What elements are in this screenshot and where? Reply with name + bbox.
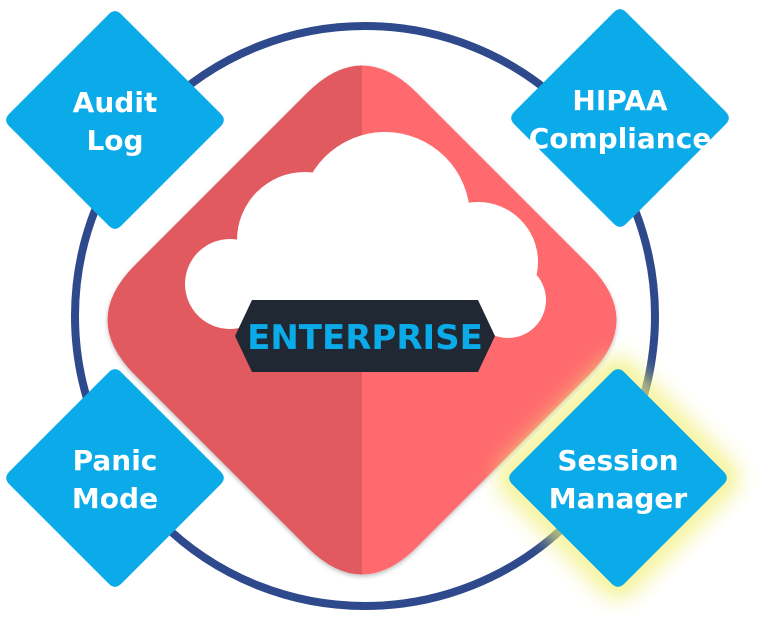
feature-diamond-shape [6,369,224,587]
feature-label-line: Session [557,444,678,477]
feature-hipaa-compliance: HIPAA Compliance [511,9,729,227]
outer-ring [71,22,659,610]
enterprise-badge: ENTERPRISE [235,300,495,372]
feature-diamond-shape [509,369,727,587]
feature-diamond-shape [6,11,224,229]
feature-label-line: Compliance [529,122,712,155]
feature-label-line: Audit [73,86,158,119]
feature-label-line: Mode [72,482,158,515]
enterprise-badge-text: ENTERPRISE [247,318,483,358]
feature-label-line: Log [86,124,143,157]
cloud-icon [185,132,546,338]
feature-label-line: Manager [549,482,688,515]
feature-label-line: HIPAA [572,84,667,117]
feature-label-line: Panic [73,444,158,477]
feature-diamond-shape [511,9,729,227]
